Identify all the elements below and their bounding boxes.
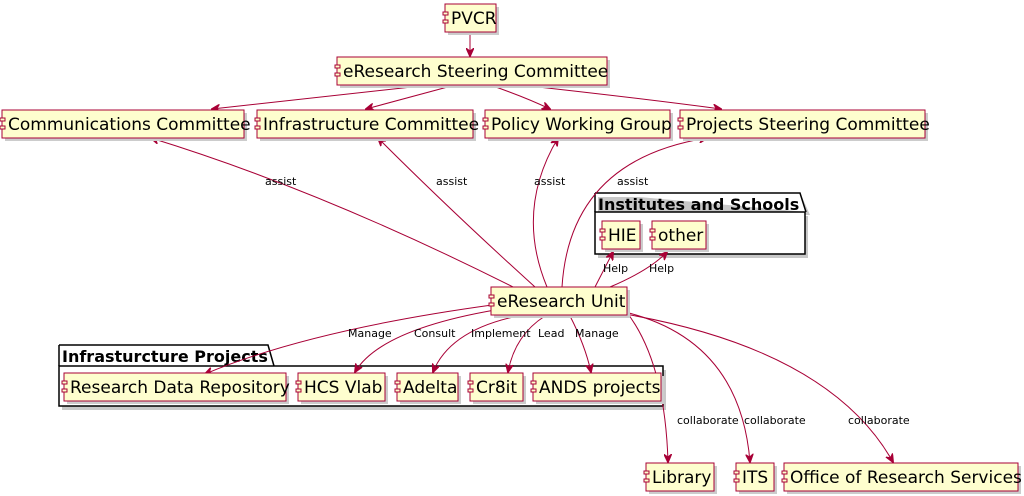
edge-label-consult: Consult (414, 327, 456, 340)
component-port-icon (482, 117, 489, 122)
component-comms: Communications Committee (0, 109, 251, 141)
component-adelta: Adelta (394, 372, 461, 404)
component-port-icon (643, 470, 650, 475)
component-port-icon (781, 478, 788, 483)
edge-label-assist-infra: assist (436, 175, 468, 188)
component-port-icon (530, 388, 537, 393)
component-label-policy: Policy Working Group (491, 115, 672, 135)
component-hcs: HCS Vlab (295, 372, 388, 404)
edge-label-collab-its: collaborate (744, 414, 806, 427)
edge-label-help-hie: Help (603, 262, 628, 275)
component-port-icon (394, 380, 401, 385)
component-port-icon (442, 11, 449, 16)
component-port-icon (61, 380, 68, 385)
component-its: ITS (733, 462, 777, 494)
component-ands: ANDS projects (530, 372, 664, 404)
component-port-icon (467, 380, 474, 385)
component-port-icon (488, 294, 495, 299)
edge-label-collab-ors: collaborate (848, 414, 910, 427)
component-port-icon (599, 228, 606, 233)
component-label-adelta: Adelta (403, 378, 457, 398)
component-label-hie: HIE (608, 226, 637, 246)
component-projects: Projects Steering Committee (677, 109, 930, 141)
component-unit: eResearch Unit (488, 286, 630, 318)
edge-label-collab-library: collaborate (677, 414, 739, 427)
component-port-icon (482, 125, 489, 130)
component-port-icon (295, 388, 302, 393)
component-port-icon (467, 388, 474, 393)
component-library: Library (643, 462, 717, 494)
component-pvcr: PVCR (442, 3, 499, 35)
component-infra: Infrastructure Committee (254, 109, 479, 141)
component-label-hcs: HCS Vlab (304, 378, 382, 398)
component-port-icon (0, 117, 6, 122)
package-institutes-and-schools: Institutes and Schools (594, 192, 810, 258)
package-institutes-title: Institutes and Schools (598, 195, 799, 214)
component-label-ors: Office of Research Services (790, 468, 1022, 488)
component-steering: eResearch Steering Committee (334, 56, 610, 88)
component-port-icon (643, 478, 650, 483)
edge-label-manage-repo: Manage (348, 327, 392, 340)
component-port-icon (334, 64, 341, 69)
component-label-projects: Projects Steering Committee (686, 115, 930, 135)
component-port-icon (488, 302, 495, 307)
component-label-repo: Research Data Repository (70, 378, 290, 398)
component-policy: Policy Working Group (482, 109, 673, 141)
edge-label-manage-ands: Manage (575, 327, 619, 340)
component-label-cr8it: Cr8it (476, 378, 517, 398)
edge-label-assist-policy: assist (534, 175, 566, 188)
edge-label-assist-projects: assist (617, 175, 649, 188)
component-port-icon (677, 117, 684, 122)
component-other: other (649, 220, 709, 252)
component-port-icon (677, 125, 684, 130)
component-ors: Office of Research Services (781, 462, 1022, 494)
component-port-icon (733, 478, 740, 483)
component-port-icon (254, 125, 261, 130)
component-cr8it: Cr8it (467, 372, 526, 404)
component-port-icon (254, 117, 261, 122)
component-port-icon (0, 125, 6, 130)
component-port-icon (649, 236, 656, 241)
component-port-icon (295, 380, 302, 385)
component-label-library: Library (652, 468, 711, 488)
package-infra-projects-title: Infrasturcture Projects (62, 347, 268, 366)
edge-label-assist-comms: assist (265, 175, 297, 188)
component-port-icon (61, 388, 68, 393)
component-label-comms: Communications Committee (8, 115, 251, 135)
component-port-icon (394, 388, 401, 393)
edge-labels: assist assist assist assist Help Help Ma… (265, 175, 910, 427)
component-port-icon (649, 228, 656, 233)
component-port-icon (442, 19, 449, 24)
component-port-icon (599, 236, 606, 241)
component-port-icon (530, 380, 537, 385)
component-label-steering: eResearch Steering Committee (343, 62, 608, 82)
component-label-ands: ANDS projects (539, 378, 661, 398)
component-label-infra: Infrastructure Committee (263, 115, 479, 135)
component-label-its: ITS (742, 468, 768, 488)
component-label-pvcr: PVCR (451, 9, 497, 29)
component-label-unit: eResearch Unit (497, 292, 626, 312)
edge-label-implement: Implement (471, 327, 531, 340)
component-port-icon (781, 470, 788, 475)
component-port-icon (733, 470, 740, 475)
component-label-other: other (658, 226, 703, 246)
edge-label-help-other: Help (649, 262, 674, 275)
edge-label-lead: Lead (538, 327, 564, 340)
component-port-icon (334, 72, 341, 77)
component-repo: Research Data Repository (61, 372, 290, 404)
component-hie: HIE (599, 220, 643, 252)
